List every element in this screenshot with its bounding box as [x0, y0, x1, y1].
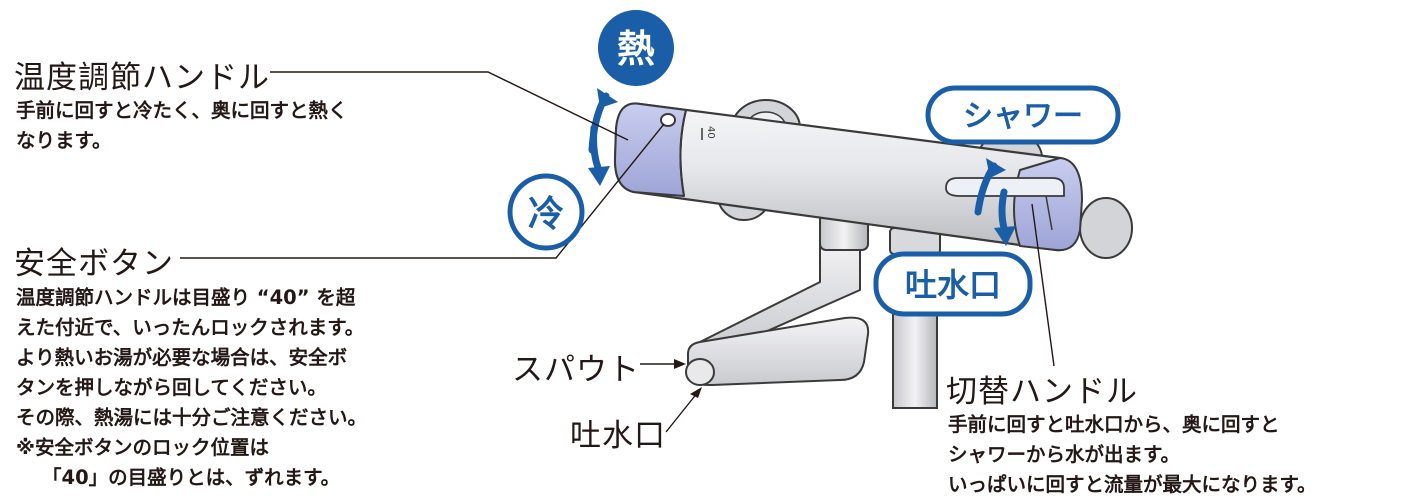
safety-desc-line: その際、熱湯には十分ご注意ください。 — [16, 406, 368, 429]
switch-desc-line: シャワーから水が出ます。 — [948, 443, 1181, 466]
outlet-badge: 吐水口 — [873, 251, 1033, 317]
switch-desc-line: いっぱいに回すと流量が最大になります。 — [948, 473, 1317, 496]
switch-handle-description: 手前に回すと吐水口から、奥に回すと シャワーから水が出ます。 いっぱいに回すと流… — [948, 410, 1317, 500]
safety-desc-line: ※安全ボタンのロック位置は — [16, 436, 269, 459]
switch-desc-line: 手前に回すと吐水口から、奥に回すと — [948, 413, 1280, 436]
safety-button-description: 温度調節ハンドルは目盛り “40” を超 えた付近で、いったんロックされます。 … — [16, 283, 367, 493]
leader-safety-button — [180, 123, 665, 259]
spout-label: スパウト — [512, 352, 640, 388]
hot-badge: 熱 — [598, 10, 674, 86]
temp-handle-description: 手前に回すと冷たく、奥に回すと熱く なります。 — [16, 96, 348, 156]
safety-button-label: 安全ボタン — [14, 246, 174, 282]
mixer-body — [613, 102, 1083, 252]
switch-handle-label: 切替ハンドル — [946, 374, 1138, 410]
temp-handle-desc-line: なります。 — [16, 129, 112, 152]
temp-rotation-arrows — [588, 92, 610, 172]
scale-mark: 40 — [705, 126, 716, 139]
spout-outlet-label: 吐水口 — [570, 418, 666, 454]
temp-handle-desc-line: 手前に回すと冷たく、奥に回すと熱く — [16, 99, 348, 122]
safety-desc-line: 「40」の目盛りとは、ずれます。 — [42, 466, 341, 489]
switch-arrow-heads — [986, 158, 1016, 246]
safety-desc-line: えた付近で、いったんロックされます。 — [16, 316, 365, 339]
safety-desc-line: より熱いお湯が必要な場合は、安全ボ — [16, 346, 348, 369]
cold-badge: 冷 — [507, 173, 585, 251]
leader-outlet — [665, 391, 699, 433]
leader-switch-handle — [1031, 203, 1055, 367]
cold-badge-text: 冷 — [528, 194, 564, 235]
shower-badge-text: シャワー — [963, 99, 1083, 134]
leader-temp-handle — [270, 71, 629, 141]
hot-badge-text: 熱 — [617, 27, 655, 71]
shower-badge: シャワー — [925, 85, 1121, 145]
safety-desc-line: タンを押しながら回してください。 — [16, 376, 327, 399]
outlet-badge-text: 吐水口 — [905, 266, 1001, 304]
temp-arrow-heads — [588, 88, 618, 186]
leader-lines — [180, 71, 1055, 433]
spout-arm — [685, 213, 870, 387]
safety-desc-line: 温度調節ハンドルは目盛り “40” を超 — [16, 286, 356, 309]
temp-handle-label: 温度調節ハンドル — [14, 60, 270, 96]
